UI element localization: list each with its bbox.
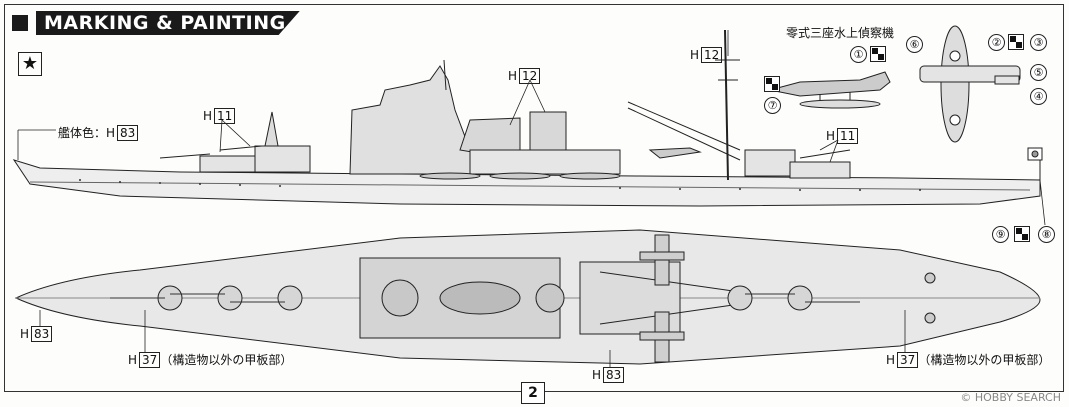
seaplane-top-view [919,25,1021,143]
decal-flag-icon [1008,34,1024,50]
decal-flag-icon [870,46,886,62]
section-title-text: MARKING & PAINTING [36,11,300,35]
paint-code: 37 [139,352,161,368]
paint-code: 83 [31,326,53,342]
decal-flag-icon [764,76,780,92]
decal-number-9: ⑨ [992,226,1009,243]
watermark: © HOBBY SEARCH [960,391,1061,404]
paint-code: 83 [603,367,625,383]
leader-lines [17,30,1046,368]
decal-number-7: ⑦ [764,97,781,114]
paint-code: 11 [837,128,859,144]
paint-code: 37 [897,352,919,368]
decal-number-4: ④ [1030,88,1047,105]
decal-number-3: ③ [1030,34,1047,51]
decal-number-8: ⑧ [1038,226,1055,243]
title-square-icon [12,15,28,31]
seaplane-side-view [769,71,891,109]
page-number: 2 [521,382,545,404]
side-view-ship [12,29,1043,207]
paint-code: 83 [117,125,139,141]
decal-flag-icon [1014,226,1030,242]
paint-code: 12 [519,68,541,84]
star-icon: ★ [18,52,42,76]
decal-number-6: ⑥ [906,36,923,53]
decal-number-1: ① [850,46,867,63]
section-title: MARKING & PAINTING [12,10,300,36]
decal-number-5: ⑤ [1030,64,1047,81]
paint-code: 11 [214,108,236,124]
paint-code: 12 [701,47,723,63]
decal-number-2: ② [988,34,1005,51]
top-view-ship [14,229,1041,365]
aircraft-name: 零式三座水上偵察機 [786,26,895,40]
